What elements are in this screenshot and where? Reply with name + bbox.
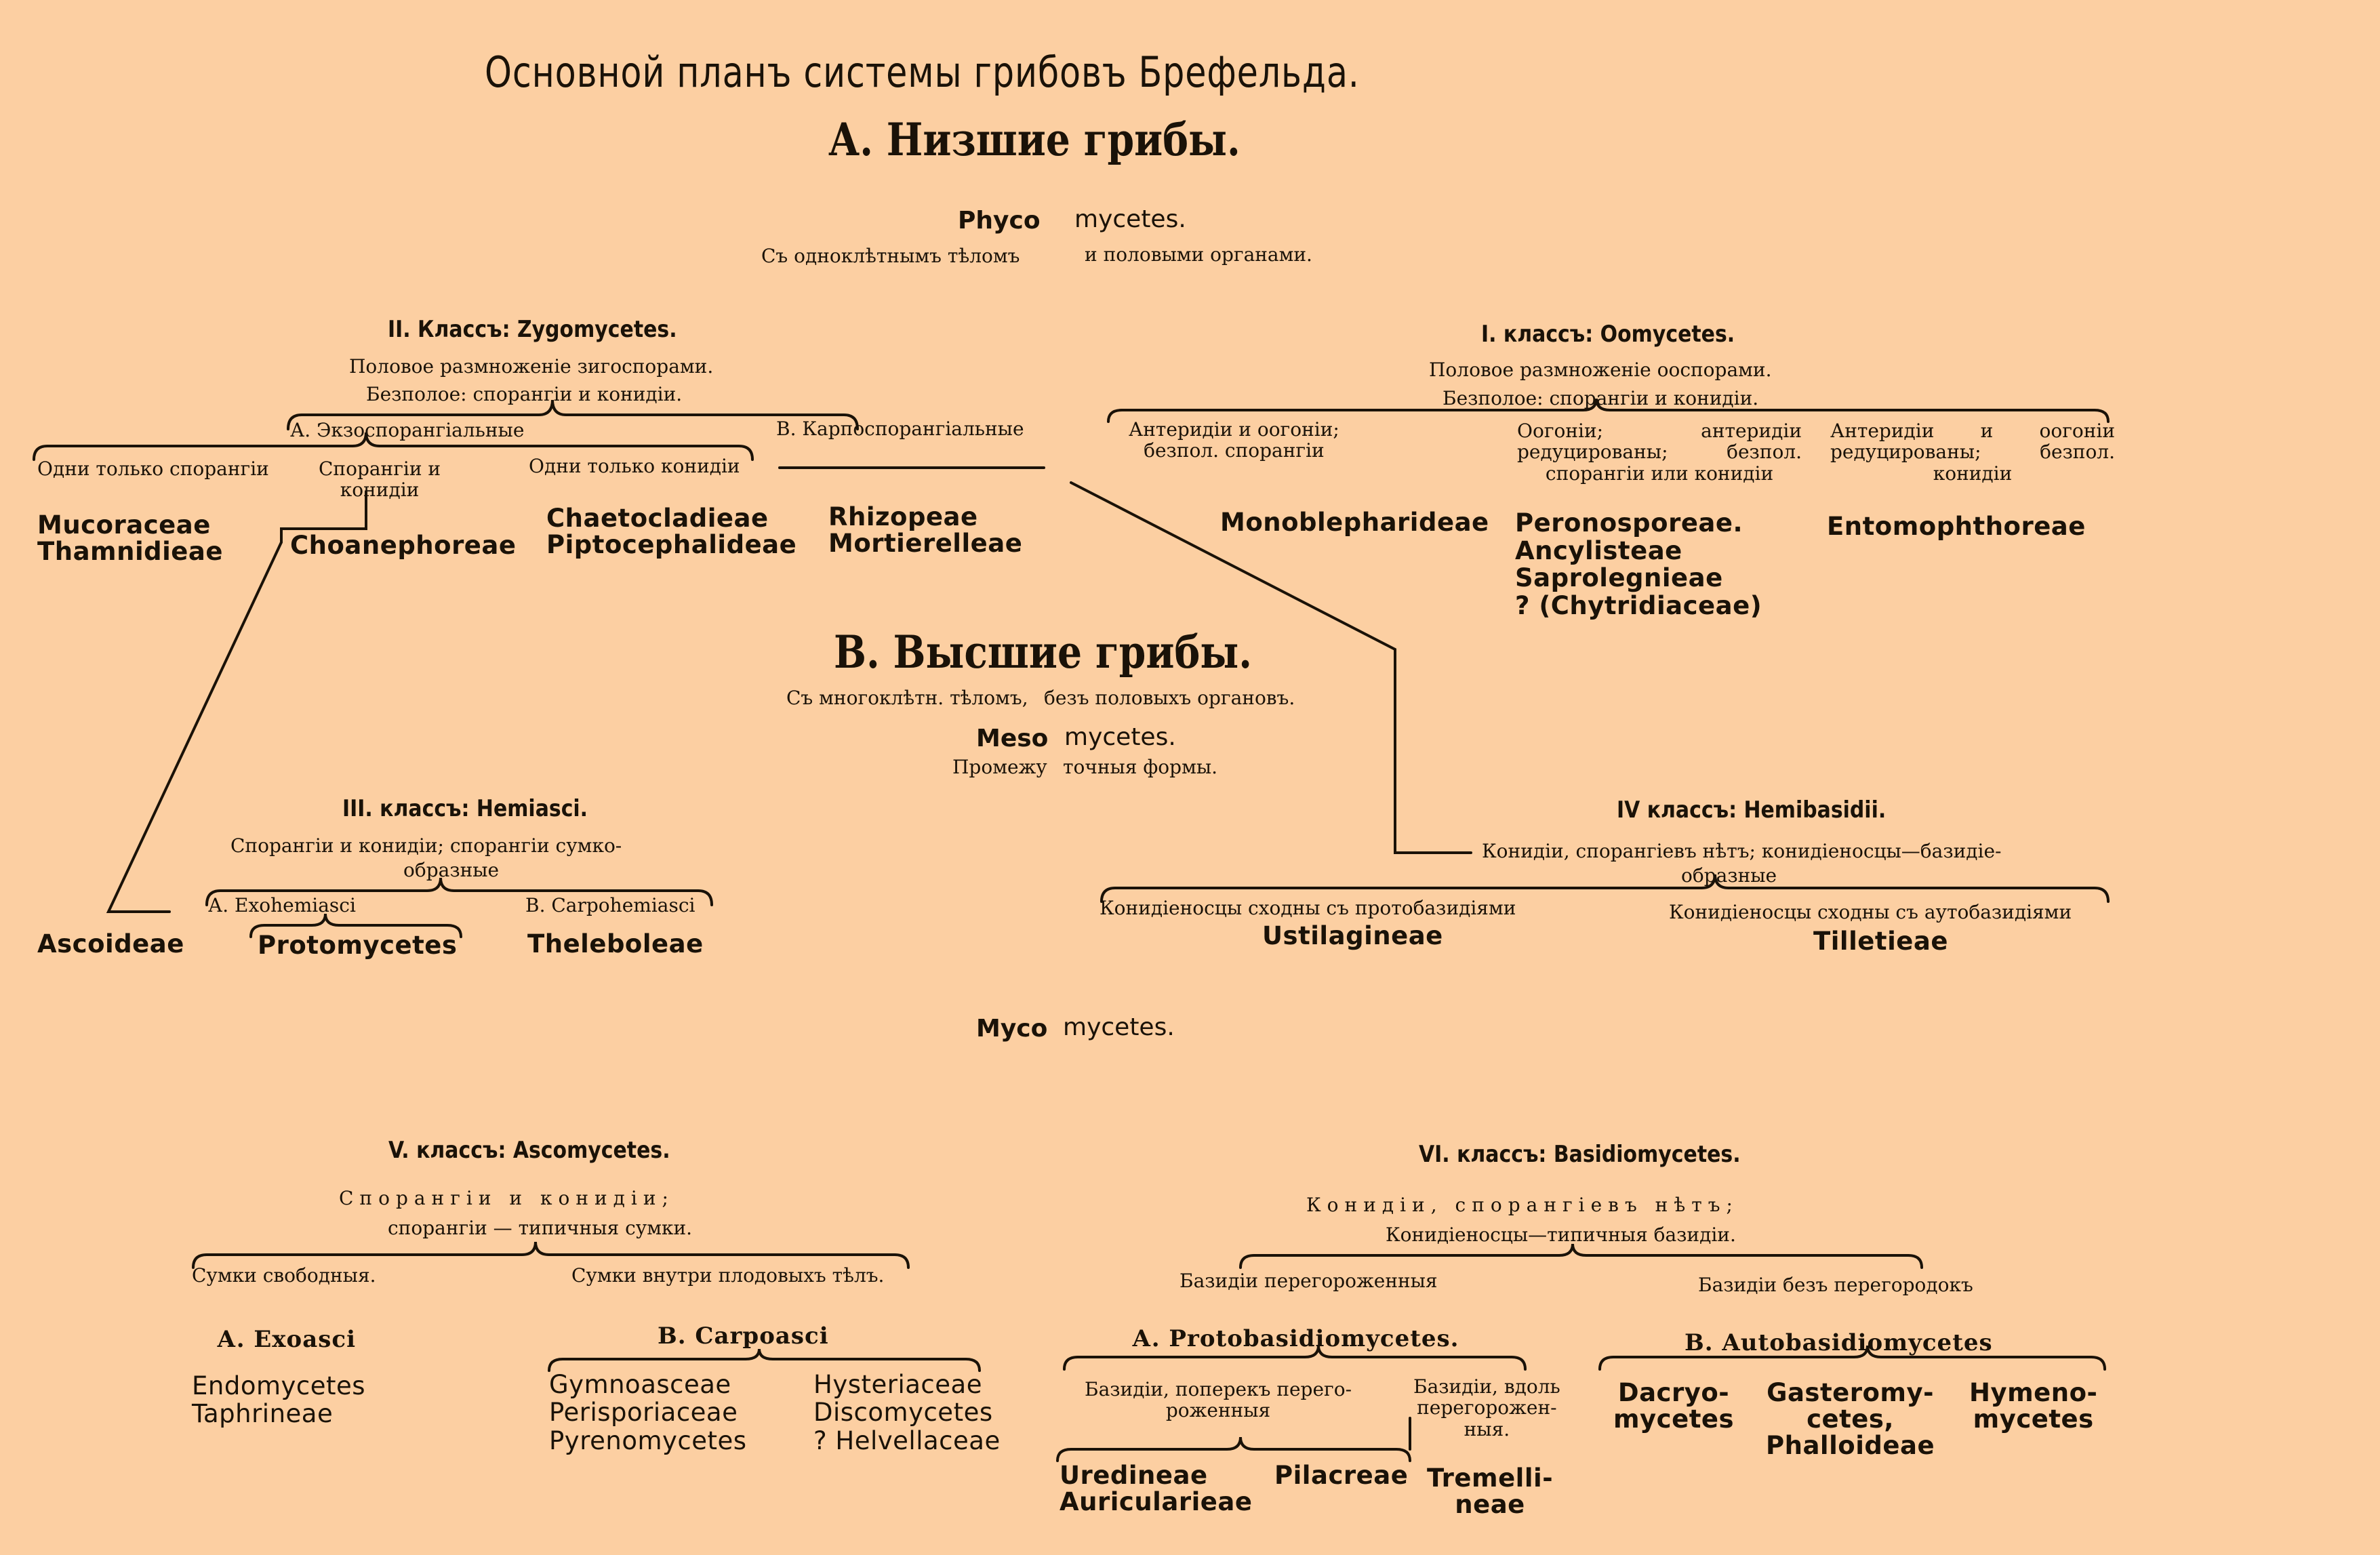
hemibas-col1: Конидiеносцы сходны съ протобазидiями [1100,897,1516,919]
oomy-taxa-2: Peronosporeae. Ancylisteae Saprolegnieae… [1515,508,1762,621]
brace-basidio [1239,1243,1923,1269]
phyco-desc-b: и половыми органами. [1085,243,1312,266]
brace-asco [192,1241,910,1269]
asco-col2: Сумки внутри плодовыхъ тѣлъ. [571,1264,885,1287]
inter-label-a: Промежу [952,756,1047,778]
brace-zygo-exo [33,432,754,461]
zygo-heading: II. Классъ: Zygomycetes. [388,316,677,343]
line-choane-hook [280,490,367,544]
hemiasci-taxa-3: Theleboleae [527,929,704,958]
brace-oomy-main [1107,398,2110,423]
brace-carpoasci [548,1348,981,1372]
basidio-sub-2: Базидiи, вдоль перегорожен- ныя. [1413,1375,1560,1440]
page-title: Основной планъ системы грибовъ Брефельда… [485,47,1360,97]
basidio-taxa-6: Hymeno- mycetes [1969,1378,2098,1434]
zygo-taxa-3: Chaetocladieae Piptocephalideae [546,504,797,559]
basidio-col2: Базидiи безъ перегородокъ [1698,1274,1973,1296]
zygo-col2: Спорангiи и конидiи [319,458,441,502]
hemibas-taxa-1: Ustilagineae [1262,921,1443,950]
higher-desc-a: Съ многоклѣтн. тѣломъ, [786,687,1028,709]
section-higher-fungi: В. Высшие грибы. [834,626,1252,679]
oomy-line2: Безполое: спорангiи и конидiи. [1443,387,1759,409]
asco-group-b: В. Carpoasci [658,1322,829,1350]
hemibas-line2: образные [1681,864,1777,887]
zygo-col1: Одни только спорангiи [37,458,269,480]
hemiasci-line2: образные [403,859,500,881]
zygo-line1: Половое размноженiе зигоспорами. [349,355,714,378]
line-zygo-hemibasidii [1070,481,1472,854]
basidio-line1: Конидiи, спорангiевъ нѣтъ; [1306,1194,1739,1216]
hemibas-heading: IV классъ: Hemibasidii. [1617,796,1887,824]
hemibas-taxa-2: Tilletieae [1813,927,1948,956]
zygo-taxa-1: Mucoraceae Thamnidieae [37,510,223,566]
oomy-line1: Половое размноженiе ооспорами. [1429,359,1772,381]
zygo-group-b: В. Карпоспорангiальные [776,418,1024,440]
zygo-taxa-4: Rhizopeae Mortierelleae [828,502,1023,558]
oomy-taxa-1: Monoblepharideae [1220,508,1489,537]
oomy-taxa-3: Entomophthoreae [1827,512,2086,541]
line-choane-ascoideae [106,541,283,913]
myco-label-a: Myco [976,1015,1048,1043]
oomy-col1: Антеридiи и оогонiи; безпол. спорангiи [1129,418,1339,462]
meso-label-a: Meso [976,725,1049,752]
basidio-col1: Базидiи перегороженныя [1179,1270,1438,1292]
oomy-heading: I. классъ: Oomycetes. [1481,321,1735,348]
phyco-desc-a: Съ одноклѣтнымъ тѣломъ [761,245,1020,267]
brace-exohemiasci [249,913,462,938]
zygo-group-a: А. Экзоспорангiальные [290,419,525,441]
higher-desc-b: безъ половыхъ органовъ. [1044,687,1295,709]
phyco-label-a: Phyco [958,207,1041,235]
brace-hemibasidii [1100,874,2110,903]
hemiasci-heading: III. классъ: Hemiasci. [342,795,588,822]
basidio-group-a: А. Protobasidiomycetes. [1132,1325,1459,1352]
asco-col1: Сумки свободныя. [192,1264,376,1287]
zygo-taxa-2: Choanephoreae [290,531,517,560]
asco-line2: спорангiи — типичныя сумки. [388,1217,693,1239]
myco-label-b: mycetes. [1063,1013,1175,1041]
hemiasci-group-a: А. Exohemiasci [208,894,356,916]
zygo-line2: Безполое: спорангiи и конидiи. [366,383,683,405]
basidio-group-b: В. Autobasidiomycetes [1685,1329,1993,1356]
asco-group-a: А. Exoasci [217,1326,357,1353]
asco-heading: V. классъ: Ascomycetes. [388,1137,670,1164]
basidio-taxa-3: Tremelli- neae [1427,1463,1554,1519]
basidio-taxa-5: Gasteromy- cetes, Phalloideae [1766,1378,1935,1460]
brace-protobasidio [1063,1345,1527,1371]
zygo-col3: Одни только конидiи [529,455,740,477]
hemiasci-taxa-1: Ascoideae [37,929,184,958]
hemiasci-line1: Спорангiи и конидiи; спорангiи сумко- [230,834,622,857]
basidio-line2: Конидiеносцы—типичныя базидiи. [1386,1224,1736,1246]
brace-zygo-main [287,399,859,430]
basidio-heading: VI. классъ: Basidiomycetes. [1419,1141,1741,1168]
basidio-sub-1: Базидiи, поперекъ перего- роженныя [1085,1378,1352,1422]
basidio-taxa-4: Dacryo- mycetes [1613,1378,1735,1434]
section-lower-fungi: А. Низшие грибы. [828,113,1241,166]
brace-hemiasci [205,877,713,906]
oomy-col3: Антеридiи и оогонiи редуцированы; безпол… [1830,420,2115,485]
hemiasci-group-b: В. Carpohemiasci [525,894,695,916]
brace-protobasidio-sub [1056,1436,1411,1462]
hemiasci-taxa-2: Protomycetes [258,931,458,960]
brace-autobasidio [1598,1345,2106,1371]
phyco-label-b: mycetes. [1074,205,1186,233]
asco-line1: Спорангiи и конидiи; [339,1187,674,1209]
basidio-taxa-2: Pilacreae [1274,1461,1409,1490]
basidio-taxa-1: Uredineae Auricularieae [1060,1461,1253,1516]
oomy-col2: Оогонiи; антеридiи редуцированы; безпол.… [1517,420,1802,485]
asco-taxa-1: Endomycetes Taphrineae [192,1371,366,1429]
meso-label-b: mycetes. [1064,723,1176,751]
asco-taxa-2: Gymnoasceae Perisporiaceae Pyrenomycetes [549,1370,747,1455]
hemibas-col2: Конидiеносцы сходны съ аутобазидiями [1669,901,2072,923]
inter-label-b: точныя формы. [1063,756,1218,778]
asco-taxa-3: Hysteriaceae Discomycetes ? Helvellaceae [813,1370,1001,1455]
hemibas-line1: Конидiи, спорангiевъ нѣтъ; конидiеносцы—… [1482,840,2002,862]
